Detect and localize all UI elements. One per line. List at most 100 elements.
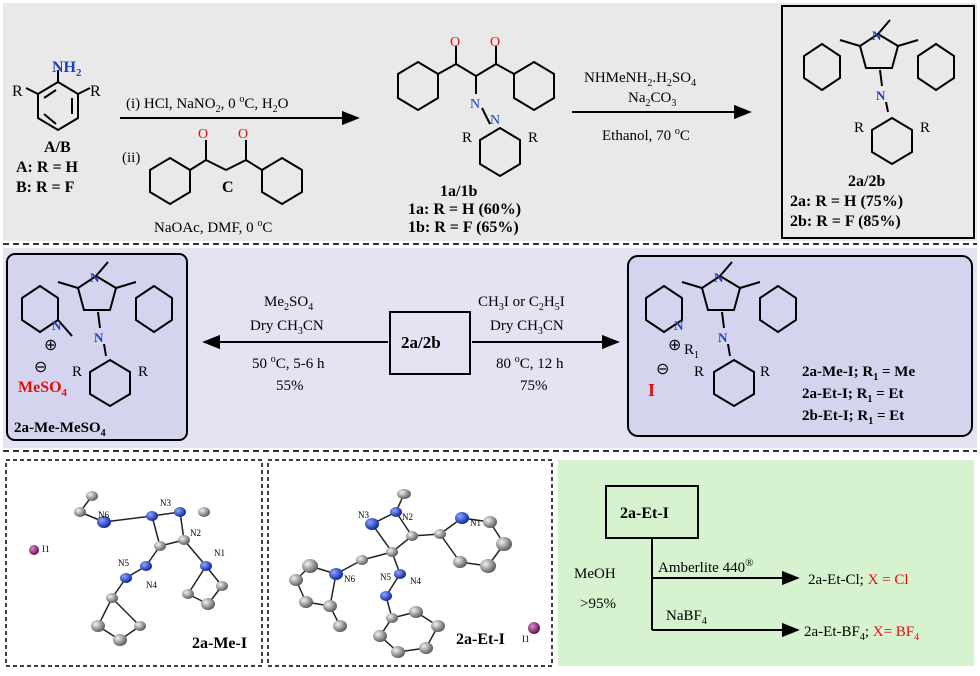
crystal1-caption: 2a-Me-I: [192, 635, 247, 652]
left-product-plus: ⊕: [44, 337, 57, 354]
aniline-a: A: R = H: [16, 159, 79, 176]
exchange-reagent-1: Amberlite 440®: [658, 557, 753, 576]
right-product-list-item: 2a-Me-I; R1 = Me: [802, 364, 915, 383]
crystal2-atom-label: N6: [344, 574, 355, 584]
reagent-c-oxygen-1: O: [198, 127, 208, 142]
crystal2-atom-label: N4: [410, 576, 421, 586]
aniline-r-left: R: [12, 83, 23, 100]
crystal1-atom-label: N4: [146, 580, 157, 590]
product2-name: 2a/2b: [848, 173, 885, 190]
right-product-minus: ⊖: [656, 361, 669, 378]
crystal2-atoms: [289, 489, 540, 658]
crystal1-atom-label: I1: [42, 544, 50, 554]
center-box-label: 2a/2b: [401, 333, 441, 352]
aniline-r-right: R: [90, 83, 101, 100]
left-product-r-right: R: [138, 364, 148, 380]
crystal2-atom-label: N5: [380, 572, 391, 582]
right-product-list: 2a-Me-I; R1 = Me 2a-Et-I; R1 = Et 2b-Et-…: [802, 364, 915, 427]
product2-box: [781, 5, 975, 239]
right-product-n-pyrazole: N: [714, 270, 724, 285]
product2-structure: [803, 19, 955, 166]
step2-condition: Ethanol, 70 oC: [602, 126, 690, 144]
product1-n1: N: [470, 97, 480, 112]
exchange-product-1: 2a-Et-Cl; X = Cl: [808, 572, 909, 588]
middle-panel: N N N ⊕ ⊖ MeSO4 R R 2a-Me-MeSO4 2a/2b Me…: [3, 248, 977, 452]
crystal2-atom-label: N3: [358, 510, 369, 520]
step1-condition-2-label: (ii): [122, 150, 140, 166]
left-product-n-azo: N: [94, 330, 104, 345]
crystal1-atom-label: N3: [160, 498, 171, 508]
aniline-b: B: R = F: [16, 179, 75, 196]
crystal1-atoms: [29, 491, 228, 646]
crystal1-atom-label: N2: [190, 528, 201, 538]
reagent-c-label: C: [222, 179, 234, 196]
left-product-counterion: MeSO4: [18, 379, 68, 399]
crystal1-box: [5, 459, 263, 667]
crystal2-atom-label: I1: [522, 634, 530, 644]
product1-r-right: R: [528, 130, 538, 146]
right-product-n-pyridinium: N: [674, 318, 684, 333]
exchange-solvent: MeOH: [574, 566, 616, 582]
crystal2-atom-label: N2: [402, 512, 413, 522]
bottom-panel: N6 N3 N2 N1 N5 N4 I1 2a-Me-I N3 N2 N1 N6: [5, 459, 974, 667]
right-cond-4: 75%: [520, 378, 548, 394]
right-product-list-item: 2b-Et-I; R1 = Et: [802, 408, 904, 427]
right-product-plus: ⊕: [668, 337, 681, 354]
left-product-structure: [21, 261, 173, 408]
exchange-start-label: 2a-Et-I: [620, 505, 669, 522]
aniline-name: A/B: [44, 139, 71, 156]
left-cond-1: Me2SO4: [264, 294, 313, 313]
left-cond-4: 55%: [276, 378, 304, 394]
product1-a: 1a: R = H (60%): [408, 201, 521, 218]
product2-b: 2b: R = F (85%): [790, 213, 901, 230]
left-cond-3: 50 oC, 5-6 h: [252, 354, 325, 372]
right-product-list-item: 2a-Et-I; R1 = Et: [802, 386, 903, 405]
crystal2-caption: 2a-Et-I: [456, 631, 505, 648]
exchange-yield: >95%: [580, 596, 616, 612]
left-product-name: 2a-Me-MeSO4: [14, 420, 106, 439]
step2-reagent-1: NHMeNH2.H2SO4: [584, 70, 696, 89]
product1-r-left: R: [462, 130, 472, 146]
crystal1-atom-label: N6: [98, 510, 109, 520]
crystal1-atom-label: N5: [118, 558, 129, 568]
step2-reagent-2: Na2CO3: [628, 90, 676, 109]
product2-r-left: R: [854, 120, 864, 136]
right-product-r-right: R: [760, 364, 770, 380]
product2-r-right: R: [920, 120, 930, 136]
product1-n2: N: [490, 113, 500, 128]
exchange-reagent-2: NaBF4: [666, 608, 707, 627]
product1-oxygen-2: O: [490, 35, 500, 50]
right-cond-2: Dry CH3CN: [490, 318, 564, 337]
product2-n-pyrazole: N: [872, 28, 882, 43]
product2-n-azo: N: [876, 88, 886, 103]
reagent-c-structure: [149, 140, 303, 206]
crystal2-atom-label: N1: [470, 518, 481, 528]
right-product-r-left: R: [694, 364, 704, 380]
right-cond-1: CH3I or C2H5I: [478, 294, 565, 313]
center-box: [389, 311, 471, 375]
product1-b: 1b: R = F (65%): [408, 219, 519, 236]
aniline-structure: [25, 70, 91, 132]
product1-name: 1a/1b: [440, 183, 477, 200]
right-product-r1: R1: [684, 342, 699, 361]
left-product-minus: ⊖: [34, 359, 47, 376]
reagent-c-oxygen-2: O: [238, 127, 248, 142]
product1-oxygen-1: O: [450, 35, 460, 50]
right-cond-3: 80 oC, 12 h: [496, 354, 564, 372]
right-product-n-azo: N: [718, 330, 728, 345]
step1-condition-3: NaOAc, DMF, 0 oC: [154, 218, 272, 236]
left-product-n-pyrazole: N: [90, 270, 100, 285]
left-product-r-left: R: [72, 364, 82, 380]
aniline-nh2-label: NH2: [52, 59, 82, 79]
crystal1-atom-label: N1: [214, 548, 225, 558]
left-product-box: [6, 253, 188, 441]
right-product-counterion: I: [648, 380, 655, 400]
product2-a: 2a: R = H (75%): [790, 193, 903, 210]
right-product-structure: [645, 261, 797, 408]
step1-condition-1: (i) HCl, NaNO2, 0 oC, H2O: [126, 94, 289, 115]
exchange-start-box: [605, 485, 699, 539]
left-product-n-pyridinium: N: [52, 318, 62, 333]
product1-structure: [397, 46, 555, 178]
exchange-product-2: 2a-Et-BF4; X= BF4: [804, 624, 919, 643]
